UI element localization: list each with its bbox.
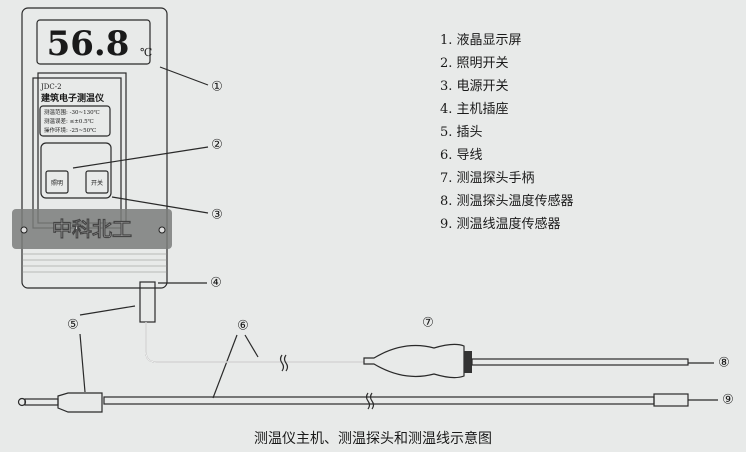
wire-sensor [653, 393, 689, 407]
legend-item: 8. 测温探头温度传感器 [440, 193, 574, 209]
callout-5: ⑤ [67, 318, 79, 333]
light-button [45, 170, 69, 194]
caption: 测温仪主机、测温探头和测温线示意图 [254, 430, 492, 447]
lcd-screen [36, 19, 151, 65]
legend-item: 2. 照明开关 [440, 56, 509, 71]
callout-2: ② [211, 138, 223, 153]
probe-handle [363, 343, 465, 379]
legend-item: 9. 测温线温度传感器 [440, 216, 561, 232]
legend-item: 3. 电源开关 [440, 79, 509, 94]
legend-item: 7. 测温探头手柄 [440, 171, 535, 186]
spec-range: 测温范围: -30~130℃ [44, 108, 100, 116]
watermark: 中科北工 [52, 217, 132, 241]
lcd-unit: ℃ [140, 46, 152, 59]
probe [139, 281, 689, 379]
legend-item: 1. 液晶显示屏 [440, 33, 522, 48]
watermark-bar [12, 209, 172, 249]
plug [57, 392, 103, 413]
spec-environment: 操作环境: -25~50℃ [44, 126, 96, 134]
callout-6: ⑥ [237, 319, 249, 334]
legend-item: 5. 插头 [440, 125, 483, 140]
light-button-label: 照明 [51, 180, 63, 187]
callout-4: ④ [210, 276, 222, 291]
power-button [85, 170, 109, 194]
lcd-value: 56.8 [47, 24, 130, 64]
model-label: JDC-2 [40, 83, 62, 91]
leader-lines [72, 66, 718, 401]
spec-error: 测温误差: ≤±0.5℃ [44, 117, 94, 125]
legend-item: 6. 导线 [440, 148, 483, 163]
device-name: 建筑电子测温仪 [41, 92, 105, 104]
temperature-wire [17, 392, 689, 413]
callout-7: ⑦ [422, 316, 434, 331]
callout-1: ① [211, 80, 223, 95]
legend: 1. 液晶显示屏 2. 照明开关 3. 电源开关 4. 主机插座 5. 插头 6… [440, 33, 574, 232]
spec-box [39, 105, 111, 137]
callout-9: ⑨ [722, 393, 734, 408]
callout-3: ③ [211, 208, 223, 223]
probe-rod [471, 358, 689, 366]
callouts: ① ② ③ ④ ⑤ ⑥ ⑦ ⑧ ⑨ [67, 80, 734, 408]
callout-8: ⑧ [718, 356, 730, 371]
device-body: 56.8 ℃ JDC-2 建筑电子测温仪 测温范围: -30~130℃ 测温误差… [12, 7, 172, 289]
legend-item: 4. 主机插座 [440, 102, 509, 117]
power-button-label: 开关 [91, 179, 103, 187]
plug-socket [139, 281, 156, 323]
